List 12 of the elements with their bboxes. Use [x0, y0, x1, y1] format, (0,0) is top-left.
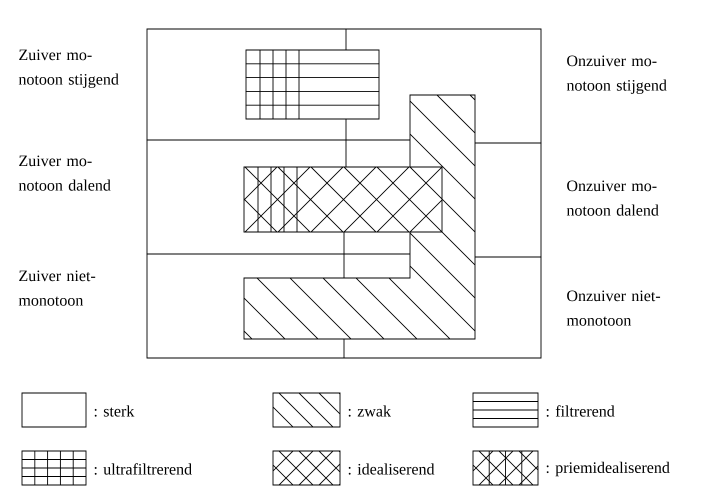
legend-label: : sterk: [94, 405, 134, 417]
legend-label: : filtrerend: [546, 405, 615, 417]
row-label: Onzuiver mo- notoon dalend: [566, 180, 659, 216]
row-label: Onzuiver niet- monotoon: [566, 290, 660, 326]
row-label: Zuiver mo- notoon dalend: [18, 155, 111, 191]
row-label: Zuiver mo- notoon stijgend: [18, 49, 119, 88]
legend-label: : priemidealiserend: [546, 462, 670, 476]
row-label: Onzuiver mo- notoon stijgend: [566, 55, 667, 94]
legend-label: : idealiserend: [348, 463, 434, 475]
legend-label: : zwak: [348, 405, 391, 417]
row-label: Zuiver niet- monotoon: [18, 270, 96, 306]
legend-label: : ultrafiltrerend: [94, 463, 192, 475]
